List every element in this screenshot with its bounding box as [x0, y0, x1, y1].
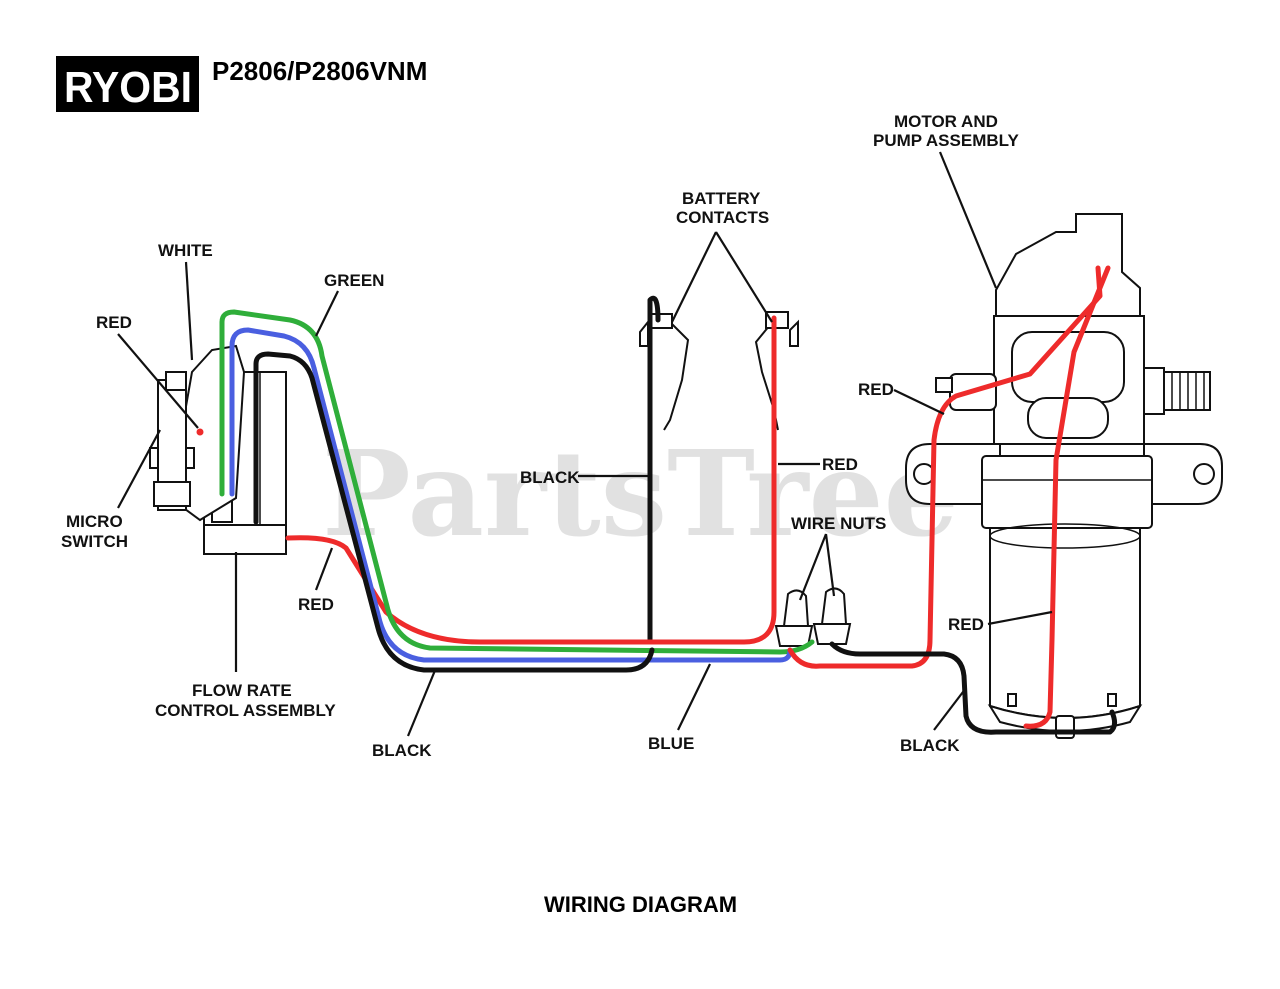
battery-contact-left [639, 313, 690, 431]
label-blue: BLUE [648, 734, 694, 753]
micro-switch-red-terminal [196, 428, 204, 436]
label-micro-switch-line1: MICRO [66, 512, 123, 531]
label-wire-nuts: WIRE NUTS [791, 514, 886, 533]
label-red-battery: RED [822, 455, 858, 474]
blue-wire [229, 327, 793, 663]
battery-contact-right [754, 311, 799, 431]
label-red-pump-bottom: RED [948, 615, 984, 634]
red-wire-battery [285, 315, 777, 645]
black-wire-motor [829, 641, 1118, 735]
motor-and-pump-assembly [905, 213, 1223, 739]
leader-lines [117, 151, 1053, 737]
label-motor-line1: MOTOR AND [894, 112, 998, 131]
label-green: GREEN [324, 271, 384, 290]
ryobi-logo: RYOBI [56, 56, 199, 112]
green-wire [219, 309, 815, 655]
label-flow-rate-line2: CONTROL ASSEMBLY [155, 701, 336, 720]
micro-switch [149, 344, 246, 522]
label-red-switch: RED [96, 313, 132, 332]
black-wire-main [253, 351, 655, 673]
red-wire-motor [1023, 265, 1111, 729]
diagram-caption: WIRING DIAGRAM [544, 892, 737, 917]
model-number: P2806/P2806VNM [212, 56, 427, 86]
wire-nut-left [774, 589, 814, 647]
label-black-main: BLACK [372, 741, 432, 760]
label-battery-contacts-line2: CONTACTS [676, 208, 769, 227]
outlet-threads [1171, 372, 1205, 410]
label-red-pump-top: RED [858, 380, 894, 399]
black-wire-battery [647, 295, 661, 643]
label-black-battery: BLACK [520, 468, 580, 487]
wire-nut-right [812, 587, 852, 645]
label-red-flow: RED [298, 595, 334, 614]
brand-logo-text: RYOBI [64, 63, 192, 112]
label-black-pump: BLACK [900, 736, 960, 755]
label-battery-contacts-line1: BATTERY [682, 189, 761, 208]
label-micro-switch-line2: SWITCH [61, 532, 128, 551]
label-motor-line2: PUMP ASSEMBLY [873, 131, 1019, 150]
label-white: WHITE [158, 241, 213, 260]
label-flow-rate-line1: FLOW RATE [192, 681, 292, 700]
watermark-text: PartsTree [322, 424, 959, 563]
